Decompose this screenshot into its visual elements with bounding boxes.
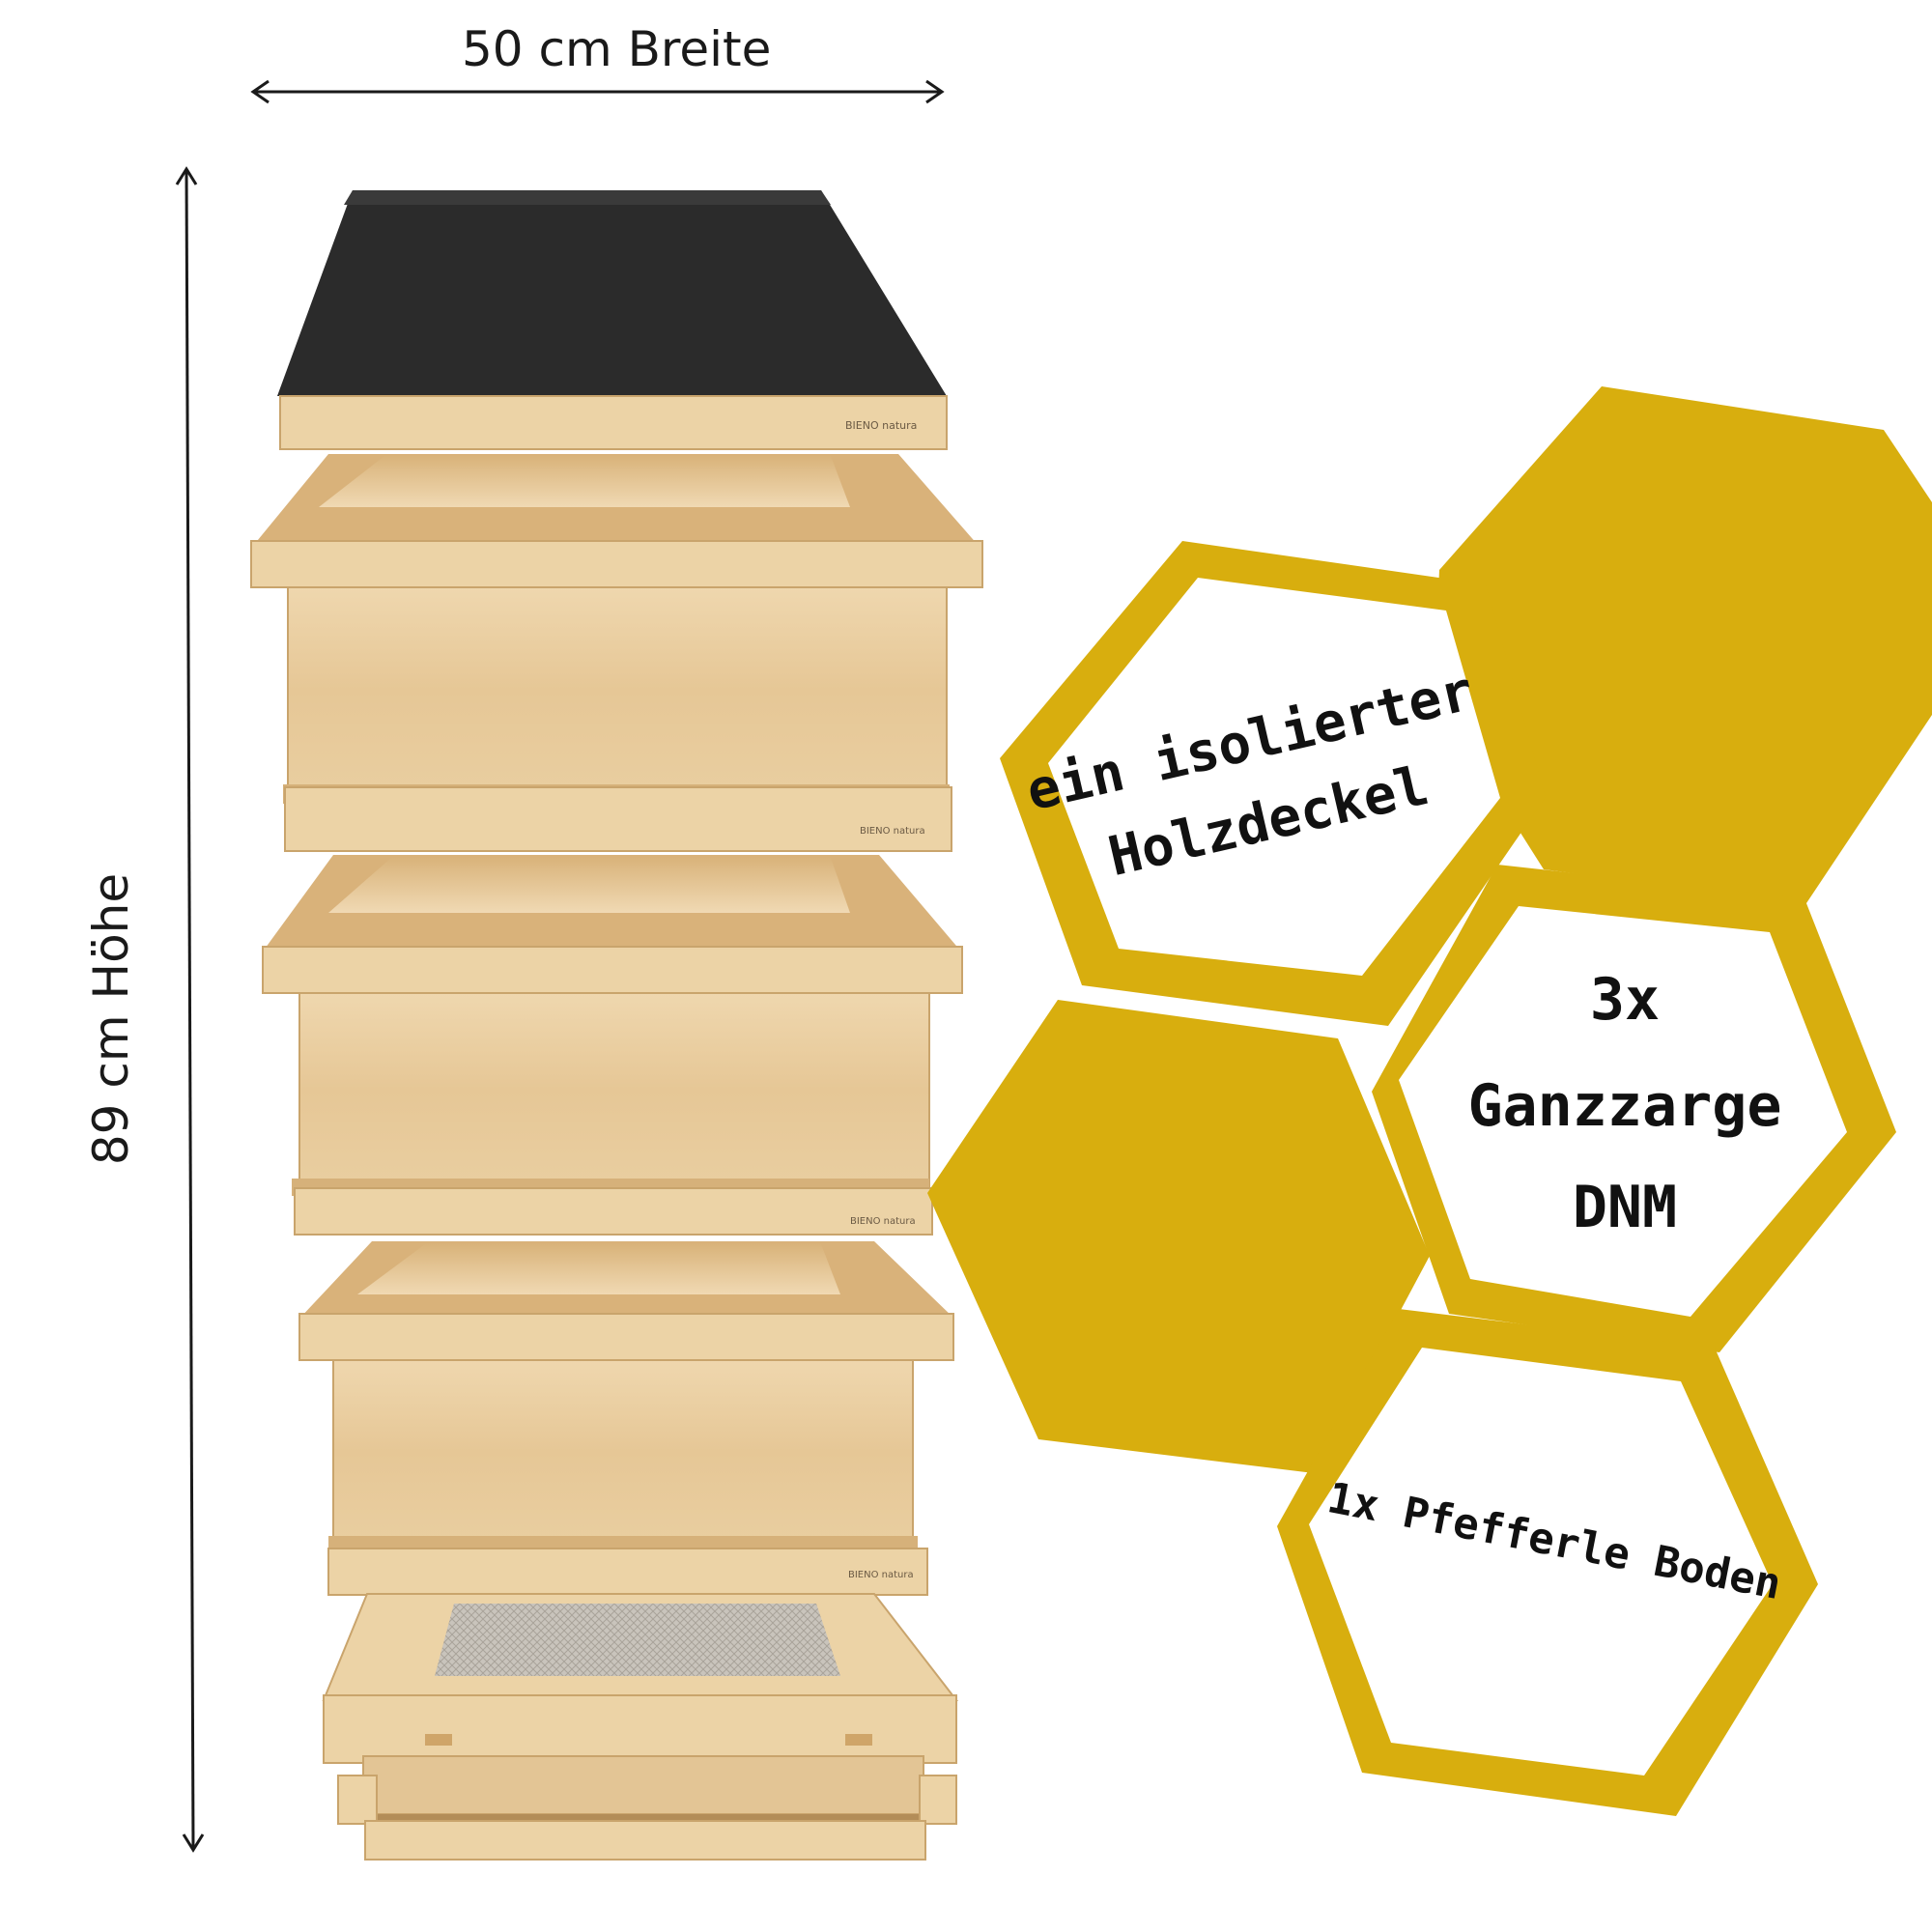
svg-text:BIENO natura: BIENO natura: [848, 1570, 914, 1580]
hexagon-lid: [1000, 541, 1546, 1026]
boxes-text-line-1: 3x: [1590, 966, 1660, 1034]
svg-text:BIENO natura: BIENO natura: [860, 826, 925, 837]
width-arrow-left-head: [250, 79, 270, 104]
svg-text:BIENO natura: BIENO natura: [850, 1216, 916, 1227]
lid-top-surface: [277, 190, 947, 396]
lid-brand-mark: BIENO natura: [845, 419, 917, 432]
hive-lid: BIENO natura: [277, 190, 948, 450]
filled-hexagon-middle: [927, 1000, 1430, 1473]
height-arrow-top-head: [175, 166, 198, 185]
bottom-screen-mesh: [435, 1604, 840, 1676]
hive-box-2: BIENO natura: [262, 855, 963, 1236]
filled-hexagon-top: [1434, 386, 1932, 903]
lid-rim: [279, 395, 948, 450]
boxes-text-line-3: DNM: [1573, 1174, 1677, 1241]
hexagon-floor: [1277, 1309, 1818, 1816]
hive-box-1: BIENO natura: [250, 454, 983, 852]
box-1-body: [287, 586, 948, 793]
boxes-text-line-2: Ganzzarge: [1467, 1072, 1781, 1140]
hive-box-3: BIENO natura: [298, 1241, 954, 1596]
box-3-body: [332, 1359, 914, 1545]
hexagon-boxes: [1372, 865, 1896, 1352]
height-arrow-bottom-head: [182, 1833, 205, 1853]
hive-bottom-board: [322, 1593, 959, 1861]
width-label: 50 cm Breite: [462, 21, 772, 77]
width-arrow-right-head: [925, 79, 945, 104]
box-2-body: [298, 992, 930, 1187]
height-arrow: [185, 168, 195, 1851]
